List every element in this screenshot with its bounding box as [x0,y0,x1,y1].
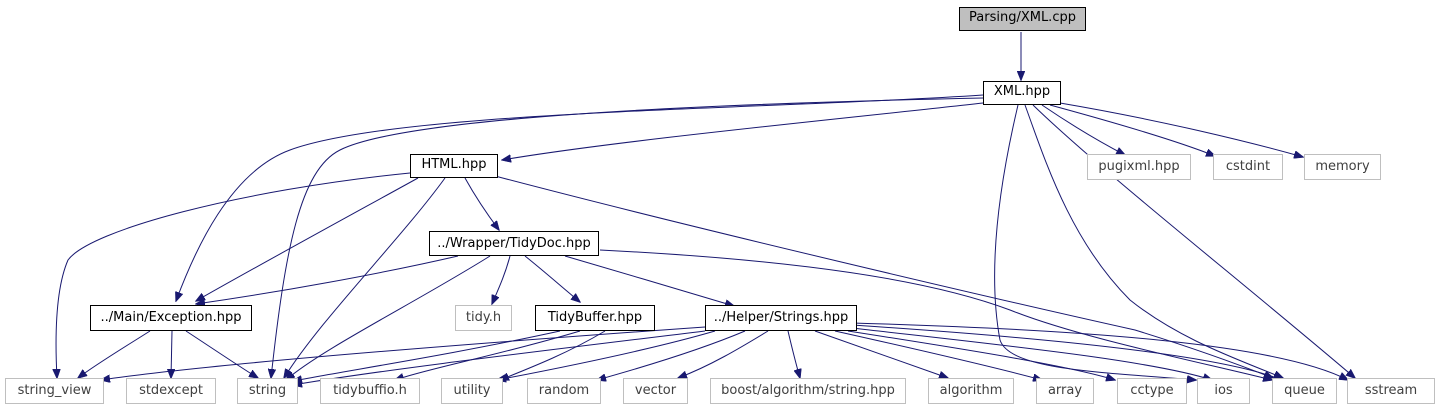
edge-exception-to-string-view [78,330,151,378]
node-utility[interactable]: utility [441,378,503,404]
node-string[interactable]: string [237,378,298,404]
edge-xml-to-memory [1059,102,1303,157]
edge-strings-to-cctype [847,330,1115,380]
edge-xml-to-sstream [1032,104,1355,378]
node-ios[interactable]: ios [1197,378,1250,404]
edge-tidybuffer-to-utility [500,330,606,380]
edge-xml-to-pugixml [1041,104,1125,155]
node-string-view[interactable]: string_view [5,378,104,404]
node-sstream[interactable]: sstream [1347,378,1435,404]
edge-tidydoc-to-tidybuffer [524,255,580,302]
edge-xml-to-ios [994,104,1196,380]
edge-html-to-string-view [56,172,411,378]
node-stdexcept[interactable]: stdexcept [126,378,216,404]
edge-strings-to-string-view [101,326,706,380]
node-html-hpp[interactable]: HTML.hpp [410,154,498,178]
node-vector[interactable]: vector [623,378,688,404]
node-tidy-h[interactable]: tidy.h [455,305,512,331]
edge-strings-to-utility [497,330,716,380]
edge-tidydoc-to-string [286,255,491,380]
node-pugixml-hpp[interactable]: pugixml.hpp [1087,154,1191,180]
edge-exception-to-string [185,330,258,378]
edge-xml-to-html [502,102,984,160]
node-strings-hpp[interactable]: ../Helper/Strings.hpp [705,305,857,331]
node-xml-hpp[interactable]: XML.hpp [983,81,1061,105]
node-algorithm[interactable]: algorithm [928,378,1014,404]
node-memory[interactable]: memory [1304,154,1381,180]
node-random[interactable]: random [527,378,601,404]
edge-tidybuffer-to-string [293,330,561,381]
node-array[interactable]: array [1036,378,1094,404]
edge-html-to-string [284,177,446,378]
edge-strings-to-sstream [851,322,1348,380]
edge-tidydoc-to-tidy-h [492,255,511,304]
edge-html-to-exception [196,177,419,301]
edge-strings-to-string [293,330,706,385]
edge-strings-to-queue [851,324,1282,380]
node-tidybuffio-h[interactable]: tidybuffio.h [320,378,420,404]
edge-xml-to-exception [176,94,984,301]
node-boost-algorithm-string-hpp[interactable]: boost/algorithm/string.hpp [710,378,906,404]
edge-tidydoc-to-exception [196,255,459,304]
node-queue[interactable]: queue [1272,378,1337,404]
edge-html-to-queue [494,175,1273,378]
edge-strings-to-array [834,330,1042,380]
node-exception-hpp[interactable]: ../Main/Exception.hpp [90,305,252,331]
edge-strings-to-algorithm [814,330,948,378]
node-cctype[interactable]: cctype [1117,378,1187,404]
edge-xml-to-cstdint [1049,104,1215,156]
node-tidydoc-hpp[interactable]: ../Wrapper/TidyDoc.hpp [429,231,599,256]
edge-tidydoc-to-strings [564,255,734,306]
edge-tidydoc-to-queue [599,249,1272,380]
node-cstdint[interactable]: cstdint [1213,154,1283,180]
edge-strings-to-ios [851,327,1212,380]
edge-strings-to-boost [787,330,800,378]
node-tidybuffer-hpp[interactable]: TidyBuffer.hpp [535,305,655,331]
edge-xml-to-string [271,97,984,378]
edge-strings-to-vector [678,330,769,378]
edge-strings-to-random [597,330,746,380]
edge-html-to-tidydoc [464,177,499,230]
node-parsing-xml-cpp[interactable]: Parsing/XML.cpp [959,7,1086,31]
edge-xml-to-queue [1024,104,1283,378]
edge-exception-to-stdexcept [171,330,172,378]
